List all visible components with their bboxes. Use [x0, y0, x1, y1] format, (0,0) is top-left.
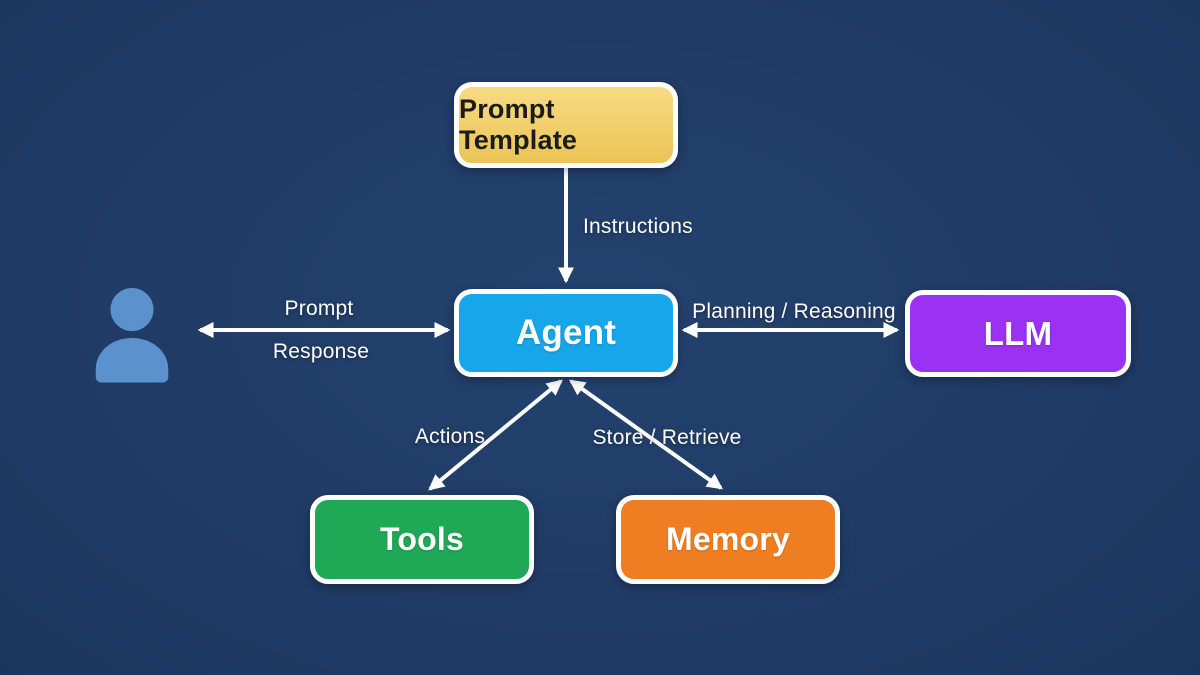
node-agent-label: Agent	[515, 313, 617, 352]
node-memory-label: Memory	[666, 521, 790, 557]
node-tools: Tools	[310, 495, 534, 584]
arrow-agent-tools	[428, 379, 563, 491]
edge-label-instructions: Instructions	[583, 215, 693, 238]
node-memory: Memory	[616, 495, 840, 584]
person-icon	[95, 287, 169, 383]
node-prompt-template-label: Prompt Template	[459, 94, 578, 155]
edge-label-response: Response	[272, 340, 370, 363]
node-llm-label: LLM	[983, 314, 1053, 352]
person-icon-head	[110, 287, 154, 332]
edge-label-actions: Actions	[414, 425, 486, 448]
person-icon-body	[95, 337, 169, 383]
arrow-agent-memory	[569, 379, 723, 490]
node-prompt-template: Prompt Template	[454, 82, 678, 168]
edge-label-store-retrieve: Store / Retrieve	[592, 426, 742, 449]
edge-label-prompt: Prompt	[284, 297, 354, 320]
node-tools-label: Tools	[380, 521, 464, 557]
node-llm: LLM	[905, 290, 1131, 377]
node-agent: Agent	[454, 289, 678, 377]
edge-label-planning-reasoning: Planning / Reasoning	[692, 300, 896, 323]
